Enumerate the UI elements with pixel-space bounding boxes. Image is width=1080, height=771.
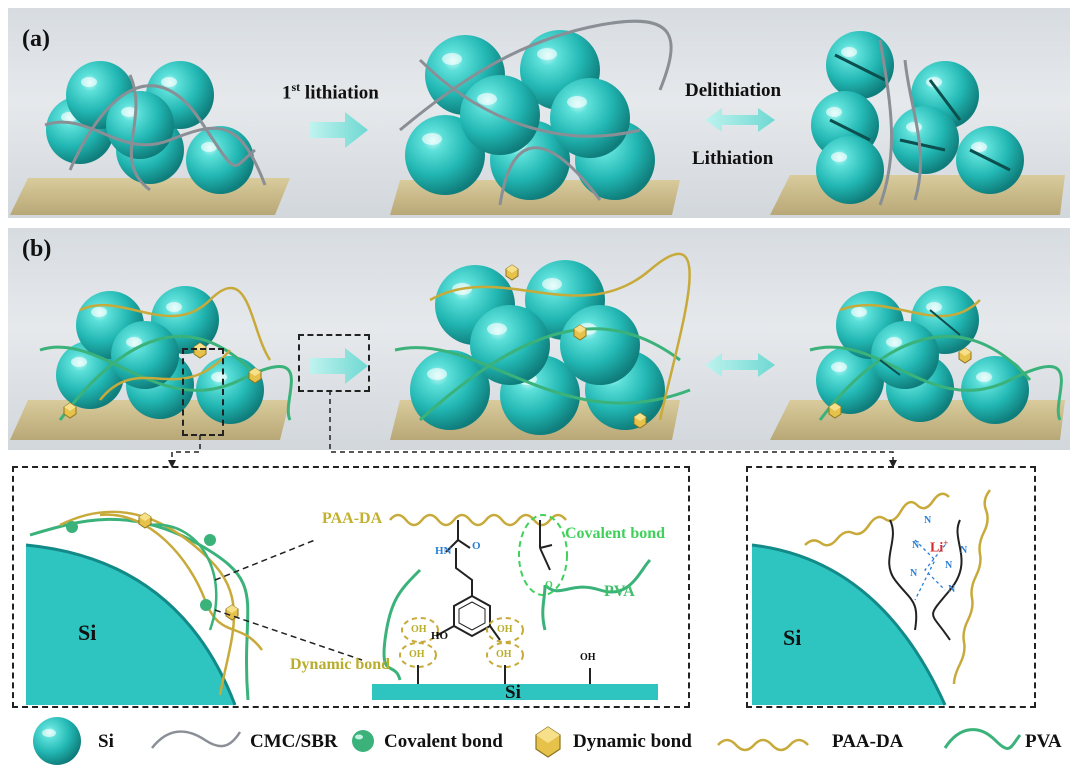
n-label-3: N [960, 545, 968, 556]
panel-b-label: (b) [22, 236, 52, 262]
pva-label: PVA [604, 583, 635, 600]
n-label-1: N [924, 515, 932, 526]
si-particle-section-left [26, 545, 235, 705]
zoom-source-box-arrow [298, 334, 370, 392]
oh-label-2: OH [409, 649, 425, 660]
si-label-right: Si [783, 625, 802, 650]
legend-cmc-sbr-label: CMC/SBR [250, 731, 338, 752]
lithiation-label: Lithiation [692, 148, 774, 169]
legend-dynamic-bond-label: Dynamic bond [573, 731, 692, 752]
oh-label-4: OH [496, 649, 512, 660]
n-label-5: N [910, 568, 918, 579]
oh-label-1: OH [411, 624, 427, 635]
oh-label-substrate: OH [580, 652, 596, 663]
panel-b-pristine-cluster [10, 286, 293, 440]
n-label-4: N [945, 560, 953, 571]
ho-label: HO [431, 630, 449, 642]
panel-a-pulverized-cluster [770, 31, 1065, 215]
paa-da-label: PAA-DA [322, 510, 383, 527]
reversible-arrow-b [705, 353, 775, 377]
delithiation-label: Delithiation [685, 80, 782, 101]
si-substrate-bar [372, 684, 658, 700]
carbonyl-o-label: O [472, 540, 481, 552]
zoom-source-box-left [182, 348, 224, 436]
dynamic-bond-label: Dynamic bond [290, 656, 391, 673]
legend-paa-da-label: PAA-DA [832, 731, 904, 752]
ester-o-label: O [545, 580, 553, 591]
zoom-box-left [12, 466, 690, 708]
li-ion-label: Li+ [930, 538, 949, 556]
panel-a-pristine-cluster [10, 61, 290, 215]
si-particle-section-right [752, 545, 945, 705]
panel-b-cycled-cluster [770, 286, 1065, 440]
n-label-2: N [912, 540, 920, 551]
n-label-6: N [948, 584, 956, 595]
panel-b-expanded-cluster [390, 252, 691, 440]
hn-label: HN [435, 545, 452, 557]
oh-label-3: OH [497, 624, 513, 635]
lithiation-arrow [310, 112, 368, 148]
legend-si-label: Si [98, 731, 114, 752]
legend-pva-label: PVA [1025, 731, 1062, 752]
reversible-arrow-a [705, 108, 775, 132]
legend-covalent-bond-label: Covalent bond [384, 731, 503, 752]
panel-a-label: (a) [22, 26, 50, 52]
panel-a-expanded-cluster [390, 19, 680, 215]
first-lithiation-label: 1st lithiation [282, 80, 379, 104]
covalent-bond-label: Covalent bond [565, 525, 666, 542]
lithiation-arrow-b [310, 348, 368, 384]
zoom-box-right [746, 466, 1036, 708]
substrate-si-label: Si [505, 682, 521, 703]
si-label-left: Si [78, 620, 97, 645]
